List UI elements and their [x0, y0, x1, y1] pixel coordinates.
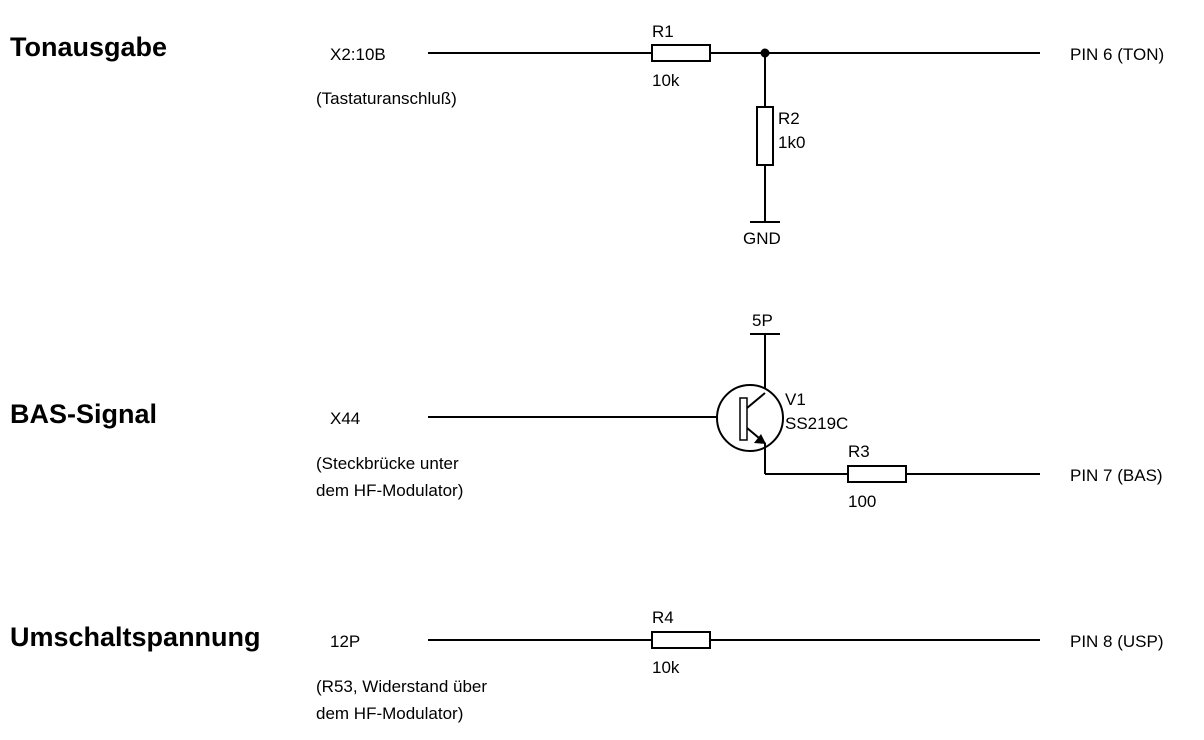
r1-value: 10k: [652, 71, 680, 90]
r2-name: R2: [778, 109, 800, 128]
r3-name: R3: [848, 442, 870, 461]
section-title-umschaltspannung: Umschaltspannung: [10, 622, 261, 652]
usp-input-label: 12P: [330, 632, 360, 651]
transistor-v1: [716, 384, 784, 452]
resistor-r4: [651, 631, 711, 649]
section-umschaltspannung: Umschaltspannung 12P (R53, Widerstand üb…: [10, 608, 1164, 723]
transistor-base-bar: [739, 397, 748, 441]
transistor-body: [716, 384, 784, 452]
resistor-r1: [651, 44, 711, 62]
r4-name: R4: [652, 608, 674, 627]
section-title-bas-signal: BAS-Signal: [10, 399, 157, 429]
r3-value: 100: [848, 492, 876, 511]
section-title-tonausgabe: Tonausgabe: [10, 32, 167, 62]
usp-output-label: PIN 8 (USP): [1070, 632, 1164, 651]
bas-output-label: PIN 7 (BAS): [1070, 466, 1163, 485]
r2-value: 1k0: [778, 133, 805, 152]
bas-input-note-line2: dem HF-Modulator): [316, 481, 463, 500]
section-tonausgabe: Tonausgabe X2:10B (Tastaturanschluß) R1 …: [10, 22, 1164, 248]
usp-input-note-line2: dem HF-Modulator): [316, 704, 463, 723]
transistor-type: SS219C: [785, 414, 848, 433]
transistor-name: V1: [785, 390, 806, 409]
bas-input-note-line1: (Steckbrücke unter: [316, 454, 459, 473]
transistor-collector-lead: [746, 392, 766, 409]
r1-name: R1: [652, 22, 674, 41]
ton-input-note: (Tastaturanschluß): [316, 89, 457, 108]
bas-input-label: X44: [330, 409, 360, 428]
ton-output-label: PIN 6 (TON): [1070, 45, 1164, 64]
gnd-label: GND: [743, 229, 781, 248]
usp-input-note-line1: (R53, Widerstand über: [316, 677, 487, 696]
resistor-r3: [847, 465, 907, 483]
ton-input-label: X2:10B: [330, 45, 386, 64]
r4-value: 10k: [652, 658, 680, 677]
supply-5p-label: 5P: [752, 311, 773, 330]
transistor-emitter-arrow: [754, 434, 766, 444]
resistor-r2: [756, 106, 774, 166]
section-bas-signal: BAS-Signal X44 (Steckbrücke unter dem HF…: [10, 311, 1163, 511]
